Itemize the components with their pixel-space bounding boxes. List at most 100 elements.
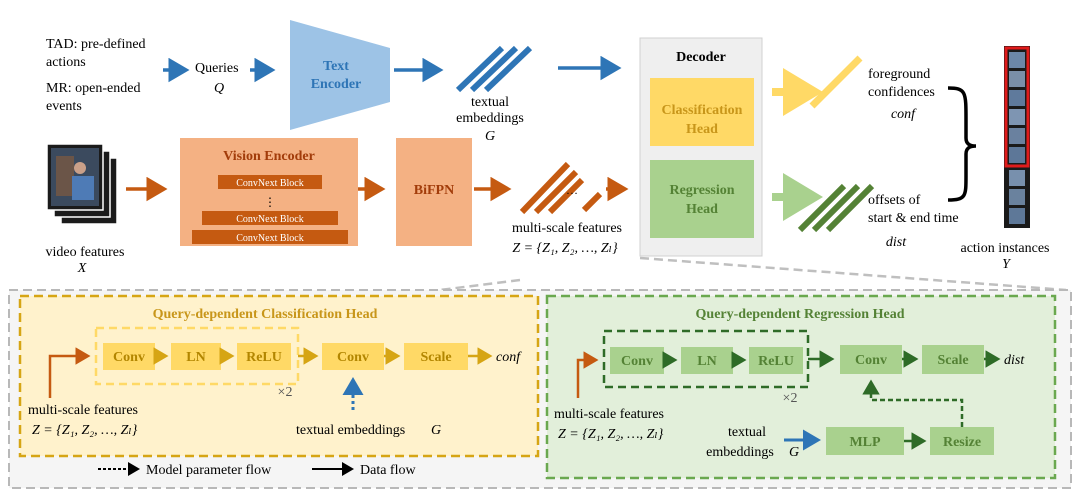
textual-embeddings-label: textual — [471, 95, 509, 110]
video-features-symbol: X — [77, 261, 87, 276]
reg-textual-label: textual — [728, 425, 766, 440]
task-description: TAD: pre-defined actions MR: open-ended … — [46, 37, 146, 114]
cls-textual-embeddings-label: textual embeddings — [296, 423, 405, 438]
bifpn-label: BiFPN — [414, 183, 454, 198]
offsets-label-2: start & end time — [868, 211, 959, 226]
reg-relu-label: ReLU — [758, 354, 794, 369]
legend-data-flow-label: Data flow — [360, 463, 416, 478]
reg-conv-label: Conv — [621, 354, 653, 369]
cls-output-label: conf — [496, 350, 522, 365]
convnext-block-2 — [202, 211, 338, 225]
mr-label-2: events — [46, 99, 82, 114]
decoder-title: Decoder — [676, 50, 726, 65]
reg-mlp-label: MLP — [849, 435, 881, 450]
cls-conv2-label: Conv — [337, 350, 369, 365]
regression-head-label-2: Head — [686, 202, 718, 217]
cls-repeat-count: ×2 — [278, 385, 293, 400]
regression-head-label: Regression — [669, 183, 734, 198]
reg-param-flow-arrow — [862, 379, 964, 427]
reg-relu-block — [749, 347, 803, 374]
multiscale-features-formula: Z = {Z₁, Z₂, …, Zₗ} — [512, 241, 618, 256]
cls-relu-label: ReLU — [246, 350, 282, 365]
multiscale-features-icon — [519, 161, 603, 215]
cls-textual-embeddings-symbol: G — [431, 423, 441, 438]
offset-vectors-icon — [797, 183, 875, 233]
cls-conv2-block — [322, 343, 384, 370]
cls-ln-label: LN — [186, 350, 205, 365]
cls-scale-block — [404, 343, 468, 370]
vertical-ellipsis: ⋮ — [264, 195, 276, 209]
video-frames-icon — [46, 143, 118, 225]
cls-repeat-group — [94, 326, 300, 386]
regression-head-block — [650, 160, 754, 238]
reg-resize-label: Resize — [943, 435, 981, 450]
queries-label: Queries — [195, 61, 239, 76]
cls-msf-label: multi-scale features — [28, 403, 138, 418]
offsets-label: offsets of — [868, 193, 921, 208]
reg-input-arrow — [576, 351, 599, 398]
cls-relu-block — [237, 343, 291, 370]
convnext-block-3 — [192, 230, 348, 244]
regression-panel-title: Query-dependent Regression Head — [696, 307, 905, 322]
legend: Model parameter flow Data flow — [98, 462, 416, 478]
classification-head-label: Classification — [662, 103, 743, 118]
text-encoder-label: Text — [323, 59, 349, 74]
convnext-block-2-label: ConvNext Block — [236, 214, 304, 225]
foreground-label: foreground — [868, 67, 930, 82]
cls-msf-formula: Z = {Z₁, Z₂, …, Zₗ} — [32, 423, 138, 438]
action-instances-filmstrip — [1004, 46, 1030, 228]
reg-resize-block — [930, 427, 994, 455]
reg-textual-symbol: G — [789, 445, 799, 460]
vision-encoder-title: Vision Encoder — [223, 149, 315, 164]
tad-label-2: actions — [46, 55, 86, 70]
reg-conv-block — [610, 347, 664, 374]
mr-label: MR: open-ended — [46, 81, 140, 96]
vision-encoder-block — [180, 138, 358, 246]
reg-ln-block — [681, 347, 733, 374]
classification-head-label-2: Head — [686, 122, 718, 137]
cls-scale-label: Scale — [420, 350, 451, 365]
text-encoder-block — [290, 20, 390, 130]
textual-embeddings-symbol: G — [485, 129, 495, 144]
text-encoder-label-2: Encoder — [311, 77, 362, 92]
convnext-block-1-label: ConvNext Block — [236, 178, 304, 189]
reg-mlp-block — [826, 427, 904, 455]
action-instances-symbol: Y — [1002, 257, 1012, 272]
classification-panel-title: Query-dependent Classification Head — [153, 307, 378, 322]
reg-scale-label: Scale — [937, 353, 968, 368]
zoom-line-right — [639, 256, 1067, 292]
cls-conv-label: Conv — [113, 350, 145, 365]
action-instances-label: action instances — [960, 241, 1049, 256]
video-features-label: video features — [46, 245, 125, 260]
conf-symbol: conf — [891, 107, 917, 122]
reg-conv2-block — [840, 345, 902, 374]
tad-label: TAD: pre-defined — [46, 37, 146, 52]
legend-param-flow-label: Model parameter flow — [146, 463, 272, 478]
reg-ln-label: LN — [697, 354, 716, 369]
reg-msf-formula: Z = {Z₁, Z₂, …, Zₗ} — [558, 427, 664, 442]
bifpn-block — [396, 138, 472, 246]
cls-input-arrow — [48, 347, 91, 398]
convnext-block-3-label: ConvNext Block — [236, 233, 304, 244]
cls-ln-block — [171, 343, 221, 370]
curly-brace — [947, 86, 977, 202]
cls-conv-block — [103, 343, 155, 370]
classification-head-block — [650, 78, 754, 146]
textual-embeddings-icon — [455, 45, 533, 93]
textual-embeddings-label-2: embeddings — [456, 111, 524, 126]
classification-head-panel — [18, 294, 540, 458]
multiscale-features-label: multi-scale features — [512, 221, 622, 236]
foreground-label-2: confidences — [868, 85, 935, 100]
reg-conv2-label: Conv — [855, 353, 887, 368]
action-highlight-box — [1004, 46, 1030, 168]
reg-repeat-count: ×2 — [783, 391, 798, 406]
convnext-block-1 — [218, 175, 322, 189]
reg-msf-label: multi-scale features — [554, 407, 664, 422]
confidence-vector-icon — [809, 55, 863, 109]
horizontal-ellipsis: … — [566, 183, 578, 197]
reg-scale-block — [922, 345, 984, 374]
reg-textual-label-2: embeddings — [706, 445, 774, 460]
dist-symbol: dist — [886, 235, 907, 250]
queries-symbol: Q — [214, 81, 224, 96]
